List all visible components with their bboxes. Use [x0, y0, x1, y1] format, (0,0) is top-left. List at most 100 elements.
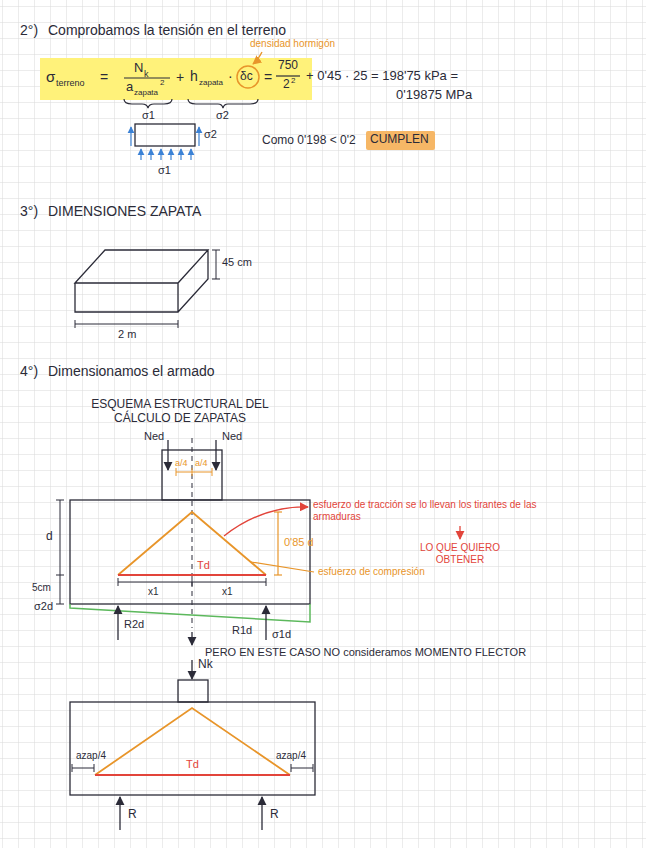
load-arrow — [215, 440, 216, 470]
soil-pressure-sketch — [180, 149, 181, 160]
note-text: σ1d — [272, 628, 291, 641]
note-text: LO QUE QUIERO OBTENER — [405, 542, 515, 565]
note-text: 2 — [291, 76, 295, 85]
note-text: 0'85 d — [284, 536, 314, 549]
density-circle — [237, 52, 262, 88]
brace — [188, 99, 258, 108]
density-circle — [237, 66, 259, 88]
note-text: R2d — [124, 618, 144, 631]
brace — [124, 99, 258, 108]
strut-triangle — [118, 512, 266, 575]
note-text: 0'19875 MPa — [396, 88, 472, 103]
note-text: N — [134, 61, 143, 76]
dimension-line — [212, 250, 220, 251]
note-text: 2 — [160, 78, 164, 87]
eccentricity-ticks — [176, 468, 212, 476]
dimension-line — [60, 500, 61, 604]
soil-pressure-sketch — [190, 149, 191, 160]
footing-section — [70, 680, 315, 795]
soil-pressure-sketch — [160, 149, 161, 160]
note-text: 3°) — [20, 203, 38, 219]
dimension-line — [178, 320, 179, 328]
soil-pressure-sketch — [150, 149, 151, 160]
note-text: 750 — [278, 59, 298, 73]
note-text: x1 — [148, 586, 159, 598]
note-text: esfuerzo de compresión — [318, 566, 425, 578]
density-circle — [253, 52, 262, 64]
note-text: k — [144, 69, 149, 79]
footing-section — [70, 500, 310, 604]
soil-pressure-sketch — [198, 127, 199, 146]
lever-arm-bracket — [274, 574, 282, 575]
note-text: a — [126, 80, 133, 95]
dimension-line — [212, 279, 220, 280]
fraction-bar — [276, 75, 300, 76]
note-text: = — [264, 69, 272, 85]
footing-section — [70, 450, 310, 604]
eccentricity-ticks — [192, 468, 193, 476]
note-text: PERO EN ESTE CASO NO consideramos MOMENT… — [205, 646, 526, 659]
reaction-arrow — [261, 797, 262, 830]
note-text: x1 — [222, 586, 233, 598]
strut-triangle — [118, 574, 266, 576]
dimension-line — [216, 250, 217, 279]
fraction-bar — [124, 76, 300, 78]
strut-triangle — [95, 774, 290, 776]
note-text: R1d — [232, 624, 252, 637]
dimension-line — [72, 764, 73, 772]
formula-highlight — [40, 58, 312, 100]
note-text: terreno — [56, 78, 85, 88]
dimension-line — [56, 500, 64, 501]
note-text: a/4 — [175, 458, 188, 468]
dimension-line — [72, 768, 94, 769]
soil-pressure-sketch — [131, 127, 199, 160]
footing-prism — [75, 250, 208, 312]
note-text: Ned — [222, 430, 242, 443]
axis-line — [192, 438, 193, 628]
footing-prism — [75, 250, 208, 312]
note-text: d — [46, 530, 53, 544]
note-text: 2 m — [118, 328, 136, 341]
note-text: Nk — [198, 658, 213, 672]
note-text: 5cm — [32, 582, 51, 594]
load-arrow — [167, 440, 168, 470]
soil-pressure-sketch — [170, 149, 171, 160]
dimension-line — [56, 604, 64, 605]
eccentricity-ticks — [176, 472, 212, 473]
note-text: densidad hormigón — [250, 38, 335, 50]
eccentricity-ticks — [212, 468, 213, 476]
note-text: ESQUEMA ESTRUCTURAL DEL CÁLCULO DE ZAPAT… — [85, 398, 275, 426]
note-text: azap/4 — [276, 750, 306, 762]
lever-arm-bracket — [274, 511, 282, 512]
dimension-line — [94, 764, 95, 772]
leader-line — [224, 507, 308, 536]
note-text: σ2 — [204, 128, 217, 141]
strut-triangle — [118, 512, 266, 575]
note-text: Ned — [144, 430, 164, 443]
soil-pressure-sketch — [135, 124, 195, 146]
reaction-arrow — [265, 606, 266, 640]
note-text: 4°) — [20, 363, 38, 379]
soil-pressure-sketch — [130, 127, 131, 146]
strut-triangle — [95, 708, 290, 775]
note-text: azap/4 — [76, 750, 106, 762]
note-text: a/4 — [195, 458, 208, 468]
note-text: zapata — [199, 78, 223, 87]
dimension-line — [291, 764, 292, 772]
load-arrow — [191, 660, 192, 679]
dimension-line — [75, 250, 220, 328]
note-text: + — [176, 69, 184, 85]
note-text: Comprobamos la tensión en el terreno — [48, 22, 286, 38]
soil-pressure-sketch — [131, 124, 199, 160]
dimension-line — [56, 500, 266, 604]
leader-line — [251, 562, 314, 572]
reaction-arrow — [119, 797, 120, 830]
dimension-line — [313, 764, 314, 772]
lever-arm-bracket — [277, 512, 278, 575]
note-text: σ1 — [158, 164, 171, 177]
note-text: δc — [240, 70, 253, 84]
